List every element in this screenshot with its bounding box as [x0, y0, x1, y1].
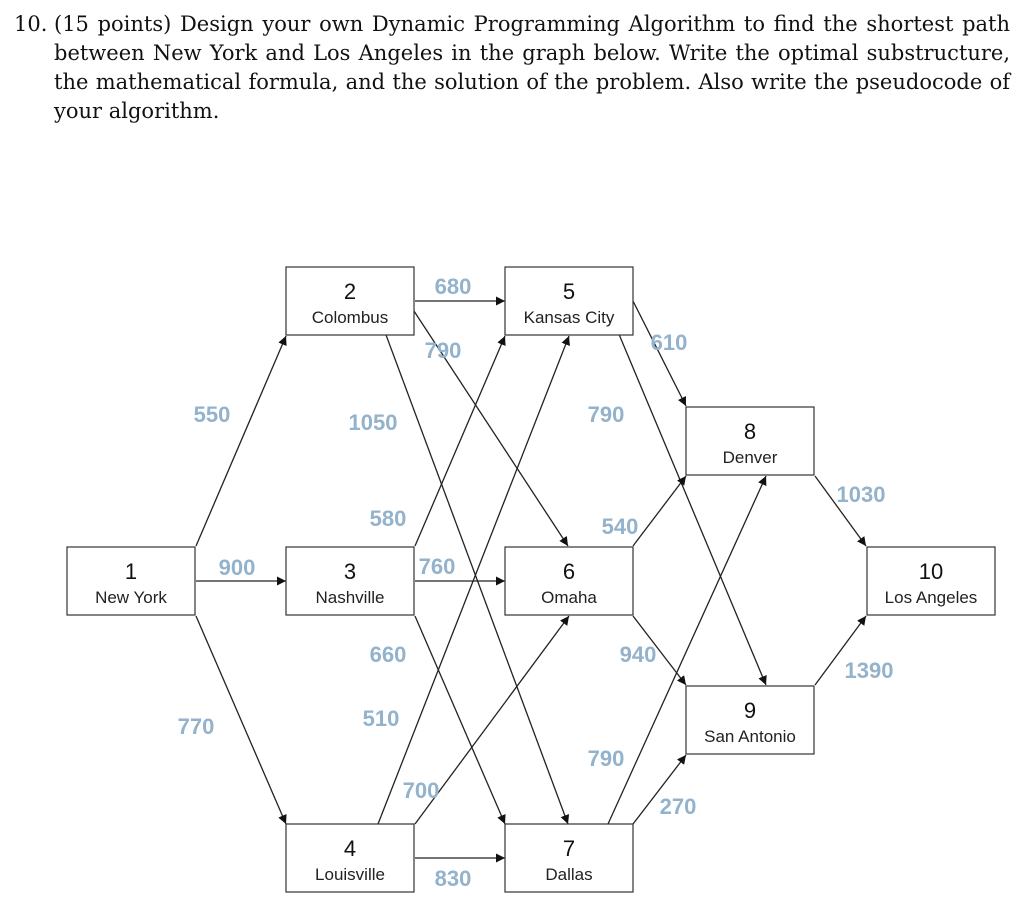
node-name-5: Kansas City [524, 308, 615, 327]
node-name-3: Nashville [316, 588, 385, 607]
edge-weight-4-6: 700 [403, 778, 440, 803]
question: 10. (15 points) Design your own Dynamic … [14, 10, 1010, 126]
node-name-8: Denver [723, 448, 778, 467]
edge-3-5 [414, 335, 506, 547]
node-name-9: San Antonio [704, 727, 796, 746]
node-number-10: 10 [919, 559, 943, 584]
edge-1-2 [195, 335, 287, 547]
node-number-2: 2 [344, 279, 356, 304]
node-box-8 [685, 406, 815, 476]
edge-weight-2-6: 790 [425, 338, 462, 363]
edge-weight-6-8: 540 [602, 514, 639, 539]
node-number-4: 4 [344, 836, 356, 861]
node-box-5 [504, 266, 634, 336]
edge-weight-7-9: 270 [660, 794, 697, 819]
node-box-2 [285, 266, 415, 336]
edges-layer [195, 296, 867, 863]
edge-5-8 [632, 300, 687, 407]
node-number-7: 7 [563, 836, 575, 861]
edge-weight-2-5: 680 [435, 274, 472, 299]
edge-2-6 [411, 307, 569, 547]
edge-7-8 [607, 475, 767, 825]
edge-weight-1-3: 900 [219, 555, 256, 580]
node-number-5: 5 [563, 279, 575, 304]
edge-weights-layer: 5509007706807901050580760660510700830610… [178, 274, 894, 891]
edge-weight-8-10: 1030 [837, 482, 886, 507]
node-box-7 [504, 823, 634, 893]
edge-2-7 [375, 307, 570, 825]
node-box-6 [504, 546, 634, 616]
edge-9-10 [814, 615, 867, 686]
edge-weight-3-7: 660 [370, 642, 407, 667]
edge-5-9 [607, 307, 767, 686]
node-number-9: 9 [744, 698, 756, 723]
node-box-9 [685, 685, 815, 755]
node-number-1: 1 [125, 559, 137, 584]
edge-weight-1-4: 770 [178, 714, 215, 739]
edge-1-4 [195, 615, 287, 825]
node-name-1: New York [95, 588, 167, 607]
edge-3-7 [414, 615, 506, 825]
edge-weight-3-5: 580 [370, 506, 407, 531]
edge-weight-4-5: 510 [363, 706, 400, 731]
edge-weight-7-8: 790 [588, 746, 625, 771]
node-name-10: Los Angeles [885, 588, 978, 607]
node-box-3 [285, 546, 415, 616]
edge-weight-1-2: 550 [194, 402, 231, 427]
edge-6-9 [632, 615, 687, 686]
edge-weight-4-7: 830 [435, 866, 472, 891]
edge-weight-2-7: 1050 [349, 410, 398, 435]
node-name-6: Omaha [541, 588, 597, 607]
edge-weight-3-6: 760 [419, 554, 456, 579]
node-number-8: 8 [744, 419, 756, 444]
edge-weight-5-8: 610 [651, 330, 688, 355]
edge-8-10 [814, 475, 867, 547]
node-name-7: Dallas [545, 865, 592, 884]
question-text: (15 points) Design your own Dynamic Prog… [54, 12, 1010, 123]
node-number-6: 6 [563, 559, 575, 584]
node-box-4 [285, 823, 415, 893]
node-box-1 [66, 546, 196, 616]
edge-4-6 [414, 615, 570, 825]
node-number-3: 3 [344, 559, 356, 584]
question-number: 10. [14, 12, 48, 36]
node-box-10 [866, 546, 996, 616]
edge-weight-9-10: 1390 [845, 658, 894, 683]
edge-weight-6-9: 940 [620, 642, 657, 667]
edge-weight-5-9: 790 [588, 402, 625, 427]
node-name-2: Colombus [312, 308, 389, 327]
node-name-4: Louisville [315, 865, 385, 884]
edge-4-5 [377, 335, 570, 825]
edge-6-8 [632, 475, 687, 547]
edge-7-9 [632, 754, 687, 825]
